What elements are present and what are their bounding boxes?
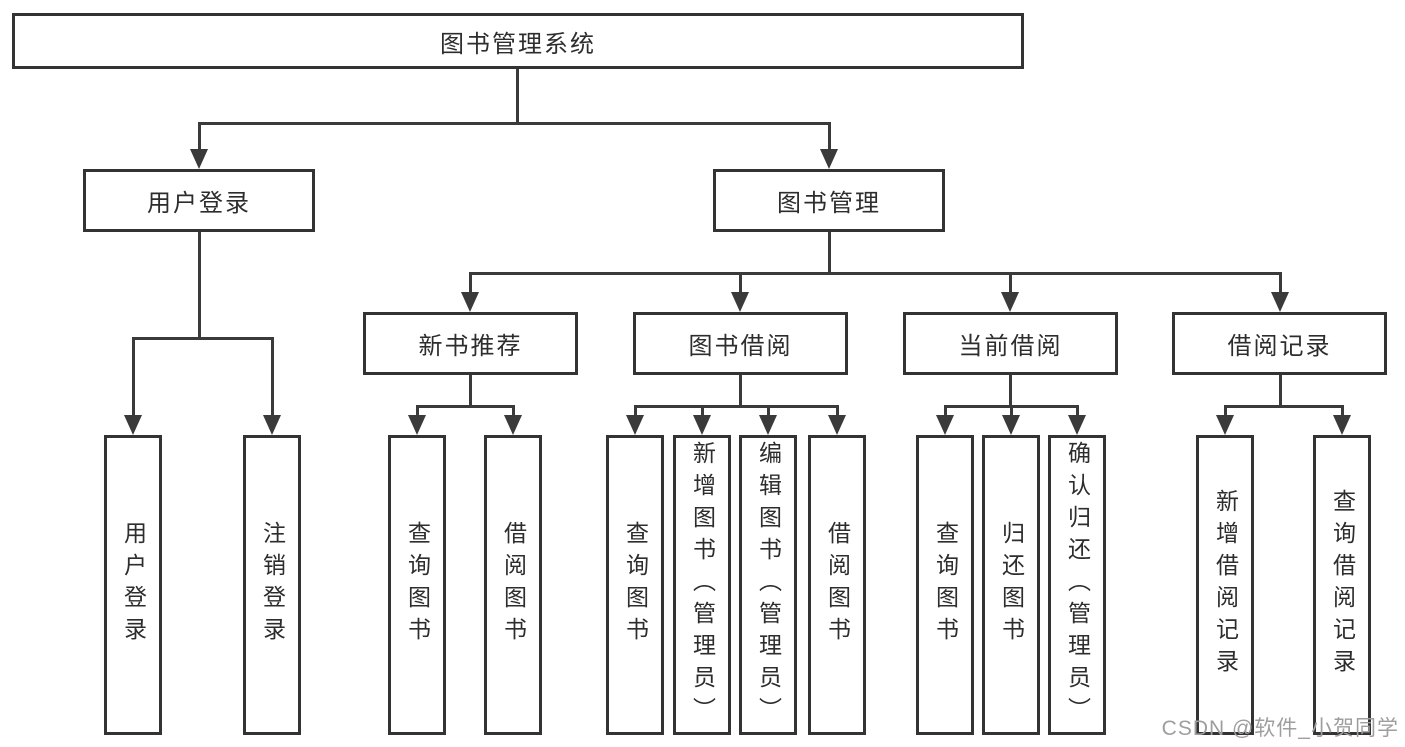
connector-line bbox=[198, 232, 201, 337]
connector-line bbox=[271, 337, 274, 417]
arrow-down-icon bbox=[504, 415, 522, 435]
connector-line bbox=[1341, 405, 1344, 418]
connector-line bbox=[739, 375, 742, 405]
node-current-borrow: 当前借阅 bbox=[903, 312, 1118, 375]
leaf-logout-login: 注销登录 bbox=[243, 435, 301, 735]
leaf-edit-books-admin: 编辑图书（管理员） bbox=[739, 435, 797, 735]
connector-line bbox=[469, 272, 472, 294]
leaf-query-books-borrow: 查询图书 bbox=[606, 435, 664, 735]
arrow-down-icon bbox=[936, 415, 954, 435]
arrow-down-icon bbox=[693, 415, 711, 435]
leaf-query-books-current: 查询图书 bbox=[916, 435, 974, 735]
node-user-login: 用户登录 bbox=[83, 169, 315, 232]
csdn-watermark: CSDN @软件_小贺同学 bbox=[1161, 717, 1399, 740]
arrow-down-icon bbox=[1001, 292, 1019, 312]
leaf-add-books-admin: 新增图书（管理员） bbox=[673, 435, 731, 735]
connector-line bbox=[739, 272, 742, 294]
arrow-down-icon bbox=[263, 415, 281, 435]
connector-line bbox=[1010, 405, 1013, 418]
node-book-borrow: 图书借阅 bbox=[633, 312, 848, 375]
connector-line bbox=[1009, 375, 1012, 405]
arrow-down-icon bbox=[124, 415, 142, 435]
connector-line bbox=[1076, 405, 1079, 418]
connector-line bbox=[132, 337, 273, 340]
node-borrow-records: 借阅记录 bbox=[1172, 312, 1387, 375]
arrow-down-icon bbox=[1333, 415, 1351, 435]
leaf-user-login: 用户登录 bbox=[104, 435, 162, 735]
connector-line bbox=[416, 405, 419, 418]
connector-line bbox=[512, 405, 515, 418]
connector-line bbox=[828, 122, 831, 151]
connector-line bbox=[132, 337, 135, 417]
arrow-down-icon bbox=[820, 149, 838, 169]
leaf-return-books: 归还图书 bbox=[982, 435, 1040, 735]
arrow-down-icon bbox=[408, 415, 426, 435]
connector-line bbox=[516, 69, 519, 122]
arrow-down-icon bbox=[1216, 415, 1234, 435]
connector-line bbox=[944, 405, 947, 418]
connector-line bbox=[1279, 375, 1282, 405]
connector-line bbox=[1224, 405, 1343, 408]
connector-line bbox=[198, 122, 201, 151]
arrow-down-icon bbox=[190, 149, 208, 169]
connector-line bbox=[1224, 405, 1227, 418]
connector-line bbox=[701, 405, 704, 418]
connector-line bbox=[1279, 272, 1282, 294]
connector-line bbox=[469, 272, 1281, 275]
connector-line bbox=[198, 122, 831, 125]
arrow-down-icon bbox=[731, 292, 749, 312]
leaf-borrow-books-recommend: 借阅图书 bbox=[484, 435, 542, 735]
arrow-down-icon bbox=[828, 415, 846, 435]
connector-line bbox=[1009, 272, 1012, 294]
leaf-confirm-return-admin: 确认归还（管理员） bbox=[1048, 435, 1106, 735]
arrow-down-icon bbox=[626, 415, 644, 435]
connector-line bbox=[767, 405, 770, 418]
arrow-down-icon bbox=[1068, 415, 1086, 435]
node-library-management-system: 图书管理系统 bbox=[12, 13, 1024, 69]
leaf-add-borrow-record: 新增借阅记录 bbox=[1196, 435, 1254, 735]
arrow-down-icon bbox=[1271, 292, 1289, 312]
connector-line bbox=[469, 375, 472, 405]
connector-line bbox=[634, 405, 637, 418]
leaf-query-borrow-record: 查询借阅记录 bbox=[1313, 435, 1371, 735]
arrow-down-icon bbox=[461, 292, 479, 312]
connector-line bbox=[634, 405, 838, 408]
connector-line bbox=[416, 405, 514, 408]
node-book-management: 图书管理 bbox=[713, 169, 945, 232]
connector-line bbox=[836, 405, 839, 418]
leaf-borrow-books: 借阅图书 bbox=[808, 435, 866, 735]
arrow-down-icon bbox=[759, 415, 777, 435]
connector-line bbox=[828, 232, 831, 272]
leaf-query-books-recommend: 查询图书 bbox=[388, 435, 446, 735]
arrow-down-icon bbox=[1002, 415, 1020, 435]
node-new-book-recommend: 新书推荐 bbox=[363, 312, 578, 375]
